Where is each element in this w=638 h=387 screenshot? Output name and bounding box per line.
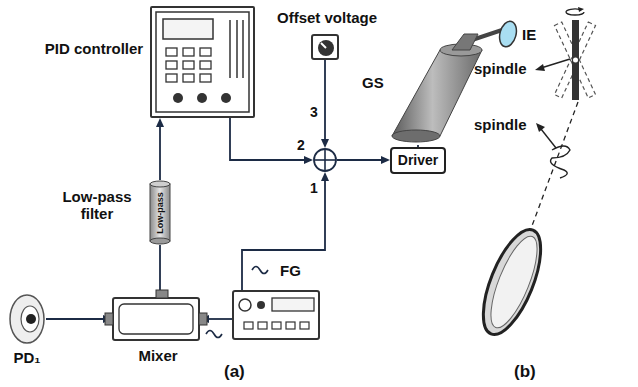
rotation-arrow (566, 12, 584, 15)
device-label: Mixer (114, 347, 202, 364)
sine-symbol (252, 267, 268, 274)
offset-voltage-source: Offset voltage (311, 34, 339, 60)
function-generator-outline (234, 292, 318, 338)
wire-line (159, 126, 161, 180)
arrowhead (304, 156, 313, 164)
port-number: 1 (309, 180, 319, 196)
mixer-box-outline (114, 299, 198, 339)
rotation-helix (551, 146, 571, 178)
device-label: PD₁ (0, 349, 54, 366)
wire-line (46, 318, 104, 320)
device-label: Low-pass filter (53, 188, 141, 223)
pid-controller: PID controller (150, 6, 255, 118)
filter-inscription: Low-pass (155, 192, 165, 234)
wire-line (208, 318, 232, 320)
wire-line (324, 60, 326, 140)
low-pass-filter: Low-pass filterLow-pass (149, 180, 171, 245)
mirror-plate (572, 20, 579, 100)
port-number: 3 (309, 104, 319, 120)
arrowhead (535, 64, 545, 71)
arrowhead (381, 156, 390, 164)
signal-wire (160, 245, 161, 297)
rotation-arrow (578, 7, 584, 12)
signal-wire (156, 118, 164, 180)
signal-wire (321, 60, 329, 148)
photodiode: PD₁ (8, 294, 46, 344)
disc-face (482, 231, 547, 333)
arrowhead (321, 172, 329, 181)
driver-box: Driver (390, 147, 446, 174)
mixer-box: Mixer (112, 297, 200, 341)
signal-wire (242, 172, 329, 290)
panel-label: (a) (224, 362, 245, 382)
pid-controller-outline (152, 8, 253, 116)
wire-line (242, 180, 325, 290)
disc-mirror (472, 222, 553, 342)
process-label: Driver (398, 152, 438, 168)
signal-wire (337, 156, 390, 164)
pivot-dot (573, 58, 578, 63)
function-generator: FG (232, 290, 320, 340)
summing-junction (313, 148, 337, 172)
device-label: PID controller (44, 40, 144, 57)
part-label: spindle (474, 116, 527, 133)
part-label: spindle (474, 60, 527, 77)
signal-wire (230, 118, 313, 164)
wire-line (159, 245, 161, 297)
arrowhead (321, 139, 329, 148)
leader-arrow (541, 59, 570, 68)
device-label: Offset voltage (267, 9, 387, 26)
device-label: GS (362, 74, 390, 91)
spindle-panel (472, 7, 596, 342)
leader-arrow (541, 129, 556, 148)
rotation-arrow (566, 9, 580, 12)
summing-junction-outline (313, 148, 337, 172)
sine-symbol (206, 331, 222, 338)
port-number: 2 (296, 137, 306, 153)
offset-voltage-source-outline (313, 36, 337, 58)
panel-label: (b) (514, 362, 536, 382)
photodiode-outline (8, 294, 46, 344)
wire-line (337, 159, 382, 161)
signal-wire (46, 315, 112, 323)
device-label: FG (280, 262, 314, 279)
arrowhead (156, 118, 164, 127)
part-label: IE (522, 26, 536, 43)
wire-line (230, 118, 305, 160)
arrowhead (536, 123, 545, 132)
